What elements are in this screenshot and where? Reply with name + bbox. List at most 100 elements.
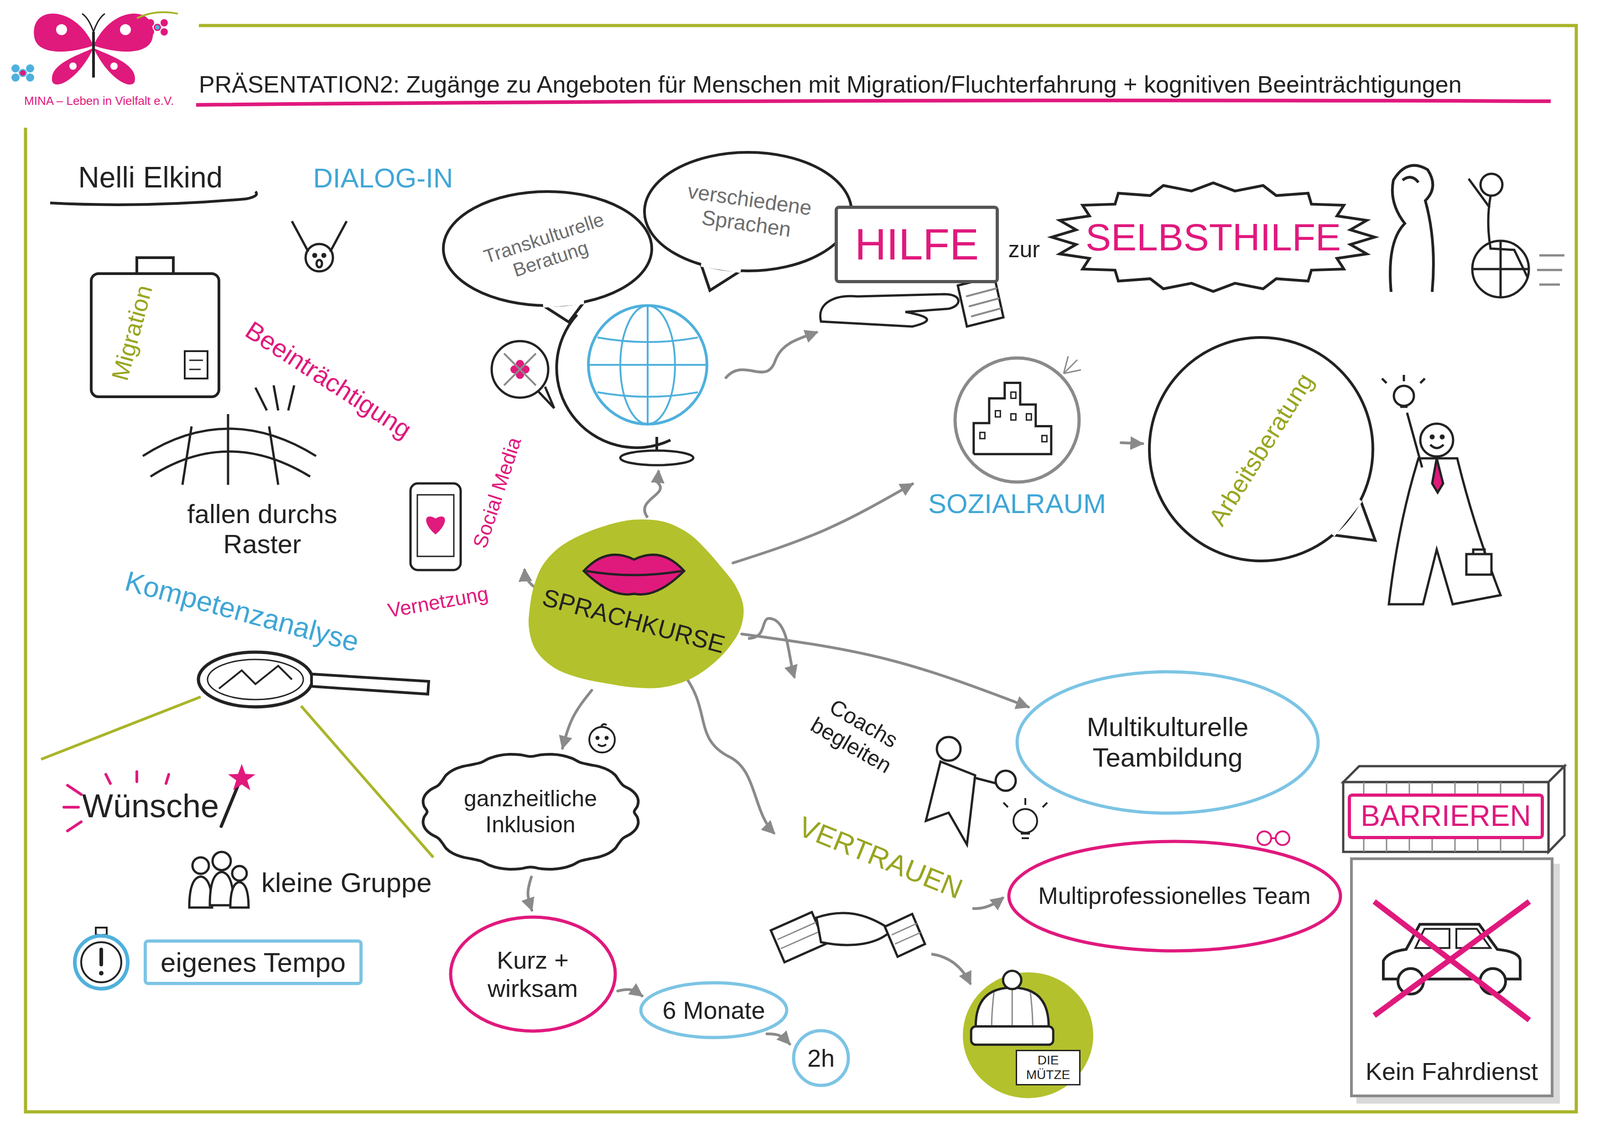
organisation-name: DIALOG-IN: [313, 162, 454, 194]
node-text: Transkulturelle Beratung: [462, 202, 633, 295]
hat-circle-outline: [971, 1026, 1054, 1045]
magnifier: [198, 652, 429, 707]
safety-net: [150, 451, 311, 477]
logo-butterfly: [82, 13, 105, 32]
topic-label: VERTRAUEN: [793, 810, 967, 906]
phone-icon: [410, 483, 461, 571]
logo-flowers: [11, 64, 20, 73]
handshake: [884, 914, 925, 957]
flow-arrows: [972, 897, 1004, 909]
node-text: ganzheitliche Inklusion: [443, 785, 618, 839]
info-ellipse: 6 Monate: [638, 980, 790, 1040]
stopwatch: [95, 927, 107, 936]
hat-circle-outline: [1002, 971, 1022, 990]
logo-flowers: [11, 73, 20, 82]
phone-icon: [425, 516, 445, 535]
barrier-panel-outline: [1351, 858, 1553, 1097]
hat-circle-outline: [971, 971, 1054, 1045]
logo-flowers: [160, 19, 168, 27]
wish-burst: [63, 785, 82, 832]
cheering-figure: [291, 221, 347, 252]
stopwatch: [98, 971, 104, 976]
logo-butterfly: [119, 24, 131, 36]
brain-shape-outline: [422, 754, 639, 870]
barrier-block: [1343, 782, 1549, 852]
barrier-panel-outline: [1397, 968, 1424, 995]
coach-figures: [925, 737, 1016, 845]
flower-bubble: [491, 341, 549, 398]
falling-strokes: [255, 385, 295, 411]
wheelchair-figure: [1468, 178, 1490, 208]
falling-strokes: [255, 385, 295, 411]
connector-arrow: [732, 483, 913, 563]
helping-hand: [966, 288, 1002, 317]
team-ellipse-outline: [1008, 841, 1341, 951]
magnifier: [207, 659, 304, 700]
flow-arrows: [725, 332, 818, 379]
district-circle-outline: [1041, 435, 1047, 442]
magnifier: [198, 652, 313, 707]
flow-arrows: [684, 675, 775, 834]
magic-wand: [221, 763, 256, 827]
logo-butterfly: [33, 13, 94, 52]
team-ellipse-outline: [1017, 671, 1319, 814]
node-text: Arbeitsberatung: [1203, 368, 1320, 531]
team-ellipse: Multiprofessionelles Team: [1006, 839, 1343, 954]
coach-figures: [925, 761, 976, 845]
info-circle-outline: [793, 1030, 849, 1086]
district-circle: SOZIALRAUM: [916, 353, 1118, 523]
help-box-outline: [836, 207, 998, 282]
logo-flowers: [25, 64, 35, 73]
barrier-block: [1343, 766, 1565, 783]
note-text: Social Media: [468, 434, 526, 551]
flower-bubble: [491, 341, 555, 409]
speech-bubble: Transkulturelle Beratung: [441, 189, 655, 308]
speech-bubble-outline: [1332, 500, 1361, 536]
logo-butterfly: [56, 24, 68, 36]
tempo-box-outline: [145, 941, 362, 984]
speech-bubble-outline: [443, 191, 652, 306]
note-text: kleine Gruppe: [261, 867, 432, 899]
district-circle-outline: [1010, 413, 1016, 421]
speech-bubble-outline: [443, 191, 652, 323]
suitcase: [91, 257, 219, 397]
helping-hand: [820, 294, 959, 327]
info-ellipse: Kurz + wirksam: [448, 914, 618, 1034]
glasses: [1275, 831, 1290, 846]
logo-butterfly: [110, 62, 118, 70]
logo-flowers: [20, 70, 26, 76]
coach-figures: [936, 737, 961, 761]
node-text: HILFE: [854, 219, 979, 270]
team-ellipse-outline: [1008, 841, 1341, 951]
speech-bubble-outline: [644, 152, 852, 271]
note-text: Wünsche: [82, 787, 219, 826]
brain-shape-outline: [422, 754, 639, 870]
connector-arrow: [528, 877, 533, 911]
baby-face: [589, 727, 615, 753]
connector-arrow: [1121, 442, 1143, 444]
connector-arrow: [766, 1033, 790, 1045]
node-text: BARRIEREN: [1360, 799, 1531, 834]
speech-bubble-outline: [1149, 337, 1376, 562]
baby-face: [589, 724, 615, 753]
logo-flowers: [11, 64, 35, 82]
note-text: Vernetzung: [385, 581, 490, 623]
businessman: [1466, 554, 1492, 575]
district-circle-outline: [995, 410, 1001, 418]
tempo-box: eigenes Tempo: [143, 939, 363, 986]
barrier-panel-outline: [1374, 901, 1530, 1021]
info-circle: 2h: [791, 1028, 851, 1088]
hat-circle-outline: [975, 987, 1049, 1027]
magic-wand: [221, 785, 239, 827]
barrier-panel-outline: [1383, 924, 1521, 980]
speech-bubble-outline: [542, 301, 584, 323]
burst-shape-outline: [1051, 182, 1375, 292]
district-circle-outline: [1063, 356, 1081, 374]
topic-label: Beeinträchtigung: [239, 315, 417, 445]
logo-flowers: [11, 12, 178, 82]
suitcase: [91, 273, 219, 397]
logo-butterfly: [69, 62, 77, 70]
barrier-panel: Kein Fahrdienst: [1350, 857, 1560, 1104]
logo-butterfly: [93, 47, 136, 85]
businessman: [1388, 458, 1501, 605]
